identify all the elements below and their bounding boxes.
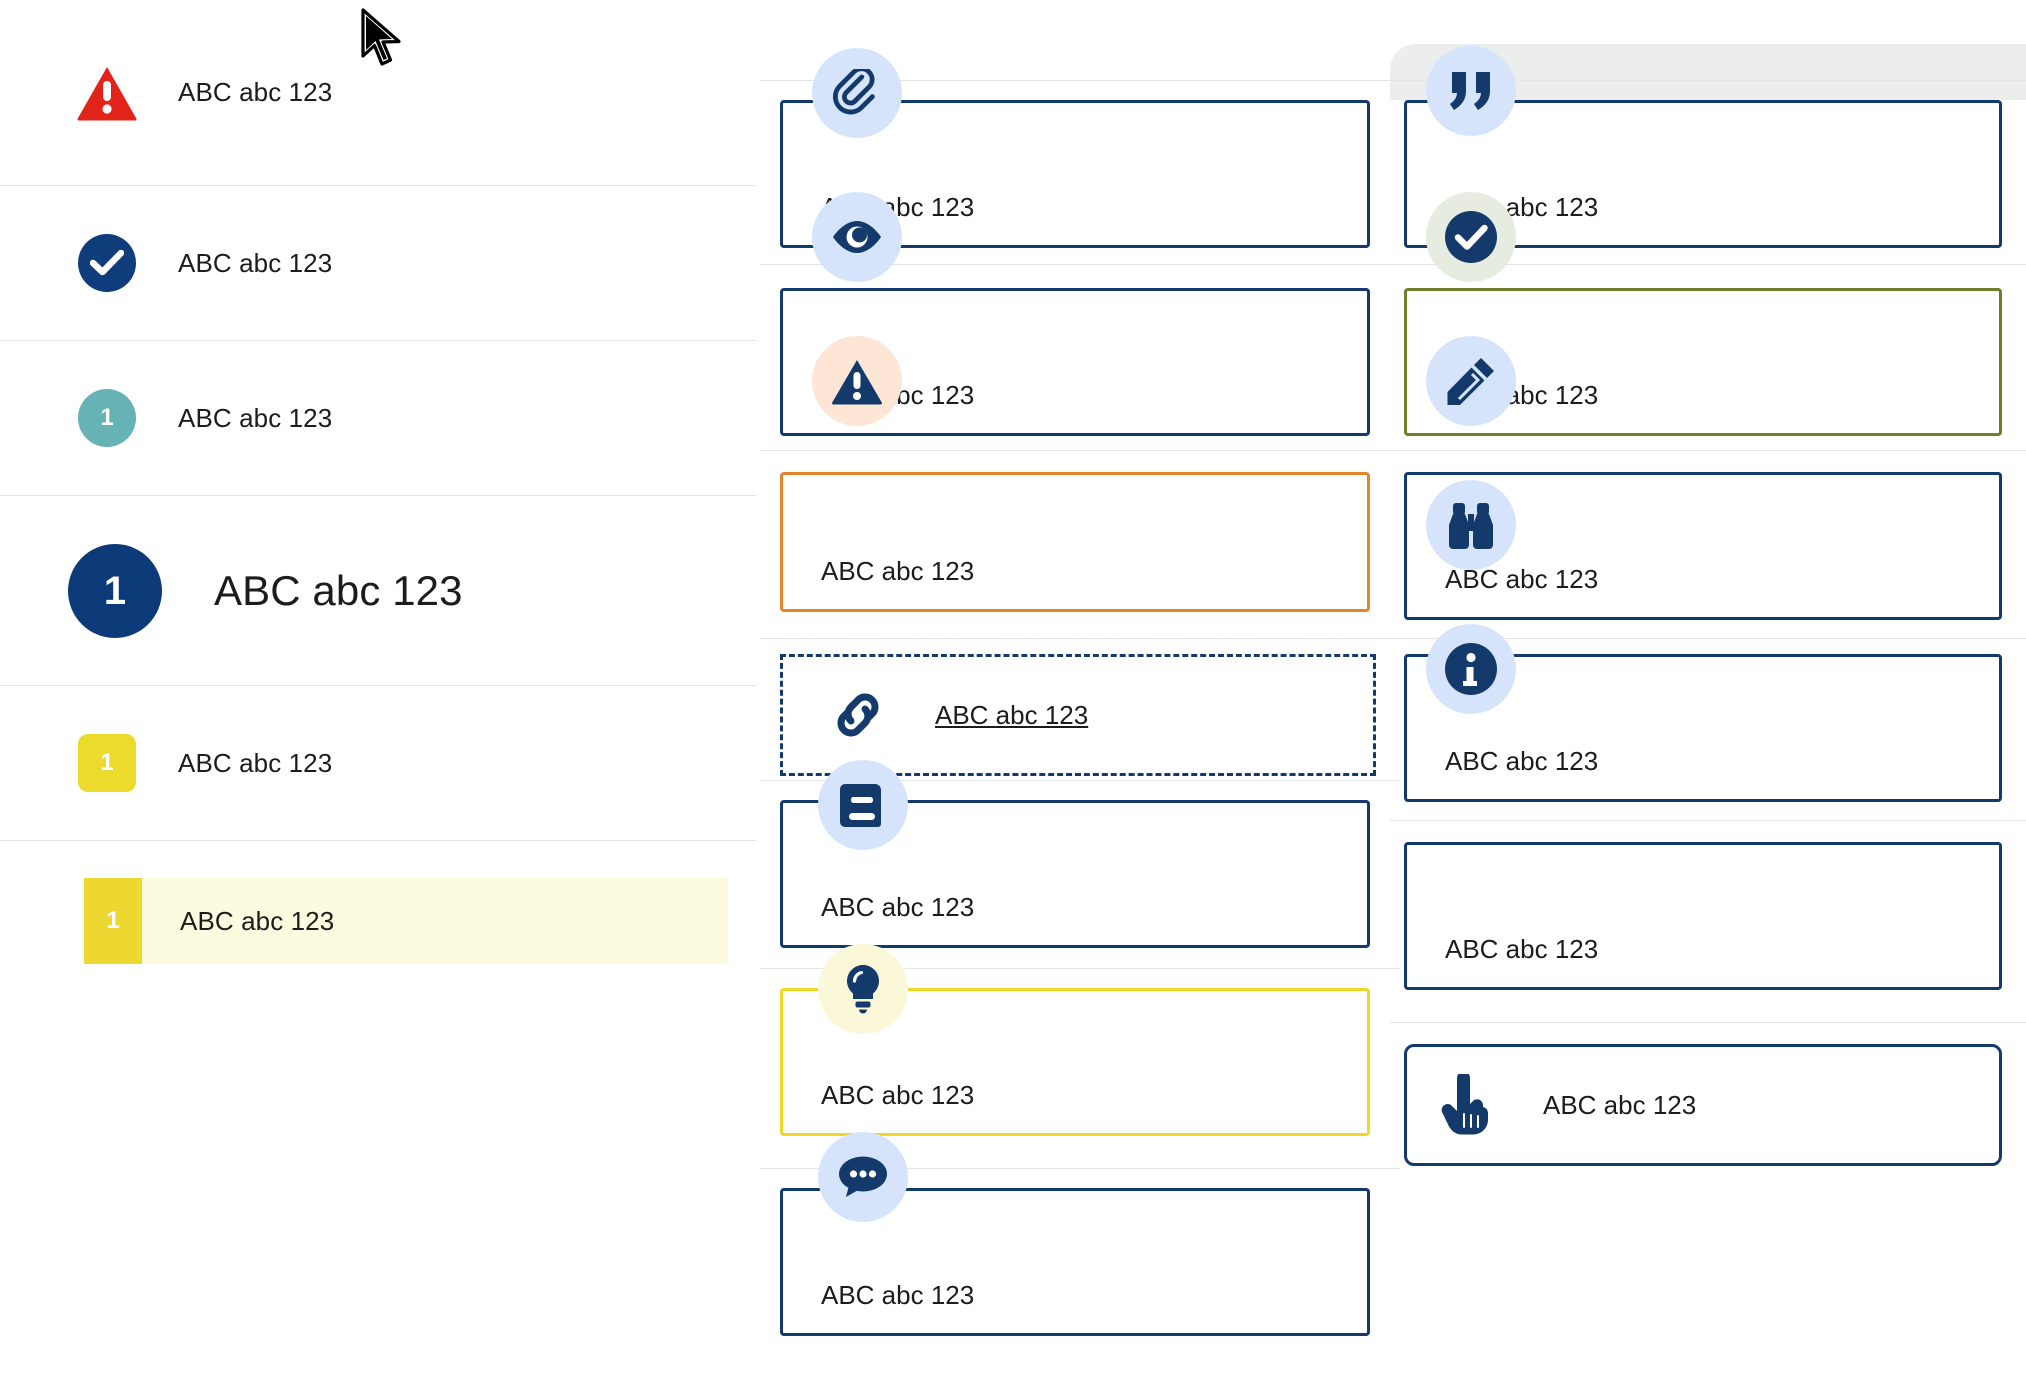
card-label: ABC abc 123 [821, 892, 975, 922]
highlight-bar: 1 ABC abc 123 [84, 878, 728, 964]
card-interact[interactable]: ABC abc 123 [1404, 1044, 2002, 1166]
card-label: ABC abc 123 [1445, 934, 1599, 964]
pencil-icon [1426, 336, 1516, 426]
separator [1390, 1022, 2026, 1023]
number-badge-value: 1 [103, 568, 127, 613]
card-label: ABC abc 123 [1445, 746, 1599, 776]
card-info[interactable]: ABC abc 123 [1404, 842, 2002, 990]
separator [760, 780, 1400, 781]
quote-icon [1426, 46, 1516, 136]
separator [760, 1168, 1400, 1169]
right-card-column: ABC abc 123 ABC abc 123 ABC abc 123 [1390, 0, 2026, 1392]
list-item-label: ABC abc 123 [178, 402, 333, 433]
card-link[interactable]: ABC abc 123 [780, 654, 1376, 776]
info-circle-icon [1426, 624, 1516, 714]
triangle-alert-icon [76, 65, 138, 121]
separator [1390, 820, 2026, 821]
binoculars-icon [1426, 480, 1516, 570]
number-badge-circle-large: 1 [68, 543, 162, 638]
separator [1390, 264, 2026, 265]
number-badge-value: 1 [100, 749, 114, 776]
check-circle-icon [78, 234, 136, 292]
list-item[interactable]: 1 ABC abc 123 [0, 341, 756, 496]
number-badge-square-flat: 1 [84, 878, 142, 964]
check-circle-icon [1426, 192, 1516, 282]
card-label: ABC abc 123 [821, 1080, 975, 1110]
card-comment[interactable]: ABC abc 123 [780, 1188, 1370, 1336]
list-item[interactable]: 1 ABC abc 123 [0, 496, 756, 686]
number-badge-value: 1 [106, 907, 120, 934]
list-item-label: ABC abc 123 [214, 566, 463, 614]
card-link-label[interactable]: ABC abc 123 [935, 699, 1089, 730]
number-badge-square: 1 [78, 734, 136, 792]
list-item-label: ABC abc 123 [180, 905, 335, 936]
list-item-selected[interactable]: 1 ABC abc 123 [0, 841, 756, 1001]
separator [1390, 80, 2026, 81]
list-item-label: ABC abc 123 [178, 247, 333, 278]
card-label: ABC abc 123 [1445, 564, 1599, 594]
separator [760, 638, 1400, 639]
pointing-hand-icon [1439, 1074, 1495, 1136]
paperclip-icon [812, 48, 902, 138]
link-chain-icon [829, 687, 887, 743]
separator [760, 450, 1400, 451]
card-label: ABC abc 123 [1543, 1089, 1697, 1120]
card-label: ABC abc 123 [821, 556, 975, 586]
number-badge-circle: 1 [78, 389, 136, 447]
eye-icon [812, 192, 902, 282]
lightbulb-icon [818, 944, 908, 1034]
separator [760, 80, 1400, 81]
mouse-cursor [360, 8, 406, 70]
middle-card-column: ABC abc 123 ABC abc 123 ABC abc 123 [760, 48, 1400, 1336]
separator [1390, 638, 2026, 639]
list-item[interactable]: 1 ABC abc 123 [0, 686, 756, 841]
separator [760, 968, 1400, 969]
left-list: ABC abc 123 ABC abc 123 1 ABC abc 123 1 … [0, 0, 756, 1001]
card-warning[interactable]: ABC abc 123 [780, 472, 1370, 612]
list-item[interactable]: ABC abc 123 [0, 0, 756, 186]
number-badge-value: 1 [100, 404, 114, 431]
separator [1390, 450, 2026, 451]
book-icon [818, 760, 908, 850]
list-item-label: ABC abc 123 [178, 77, 333, 107]
separator [760, 264, 1400, 265]
warning-triangle-icon [812, 336, 902, 426]
list-item[interactable]: ABC abc 123 [0, 186, 756, 341]
list-item-label: ABC abc 123 [178, 747, 333, 778]
card-label: ABC abc 123 [821, 1280, 975, 1310]
speech-bubble-icon [818, 1132, 908, 1222]
